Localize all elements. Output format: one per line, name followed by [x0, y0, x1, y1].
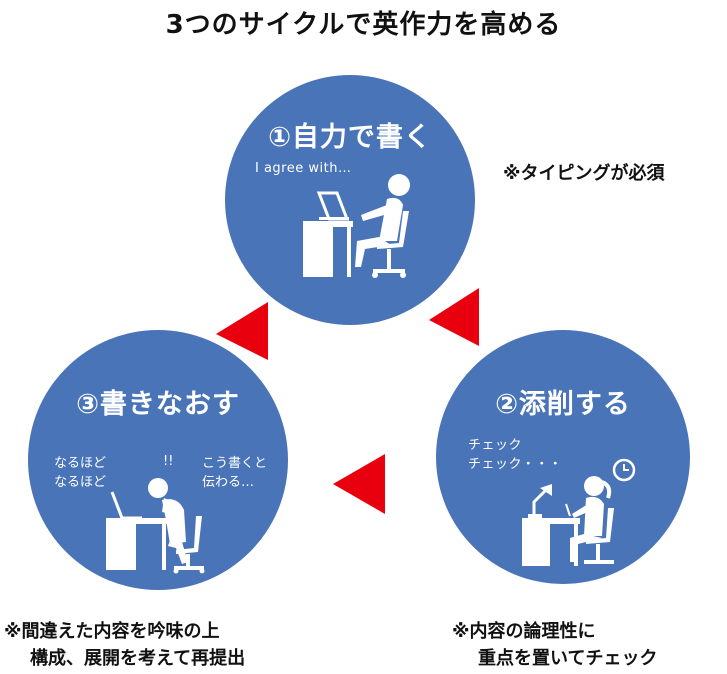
- step-3-note: ※間違えた内容を吟味の上 構成、展開を考えて再提出: [4, 618, 245, 672]
- person-at-laptop-icon: [303, 174, 410, 278]
- arrow-2-to-3-icon: [333, 454, 385, 514]
- step-2-note: ※内容の論理性に 重点を置いてチェック: [452, 618, 657, 672]
- step-3-note-line-2: 構成、展開を考えて再提出: [30, 648, 246, 669]
- step-1-note-line: ※タイピングが必須: [503, 163, 665, 184]
- step-2-label: ②添削する: [495, 389, 631, 420]
- person-checking-icon: [522, 458, 636, 566]
- person-thinking-icon: [106, 478, 205, 574]
- step-2-speech: チェック チェック・・・: [468, 438, 563, 472]
- step-2-note-line-1: ※内容の論理性に: [452, 621, 596, 642]
- step-1-speech: I agree with…: [255, 161, 352, 176]
- step-3-circle: ③書きなおす なるほど なるほど !! こう書くと 伝わる…: [28, 330, 288, 590]
- arrow-1-to-2-icon: [429, 288, 479, 346]
- step-2-circle: ②添削する チェック チェック・・・: [436, 330, 690, 584]
- step-3-note-line-1: ※間違えた内容を吟味の上: [4, 621, 220, 642]
- step-1-label: ①自力で書く: [268, 122, 432, 153]
- step-2-note-line-2: 重点を置いてチェック: [478, 648, 658, 669]
- step-1-circle: ①自力で書く I agree with…: [225, 75, 475, 325]
- step-3-speech-right: こう書くと 伝わる…: [202, 456, 268, 490]
- step-3-label: ③書きなおす: [76, 389, 240, 420]
- arrow-3-to-1-icon: [216, 302, 268, 360]
- step-3-exclaim: !!: [163, 454, 174, 469]
- clock-icon: [612, 458, 636, 482]
- page-title: 3つのサイクルで英作力を高める: [165, 10, 562, 40]
- step-1-note: ※タイピングが必須: [503, 160, 665, 187]
- step-3-speech-left: なるほど なるほど: [54, 456, 107, 490]
